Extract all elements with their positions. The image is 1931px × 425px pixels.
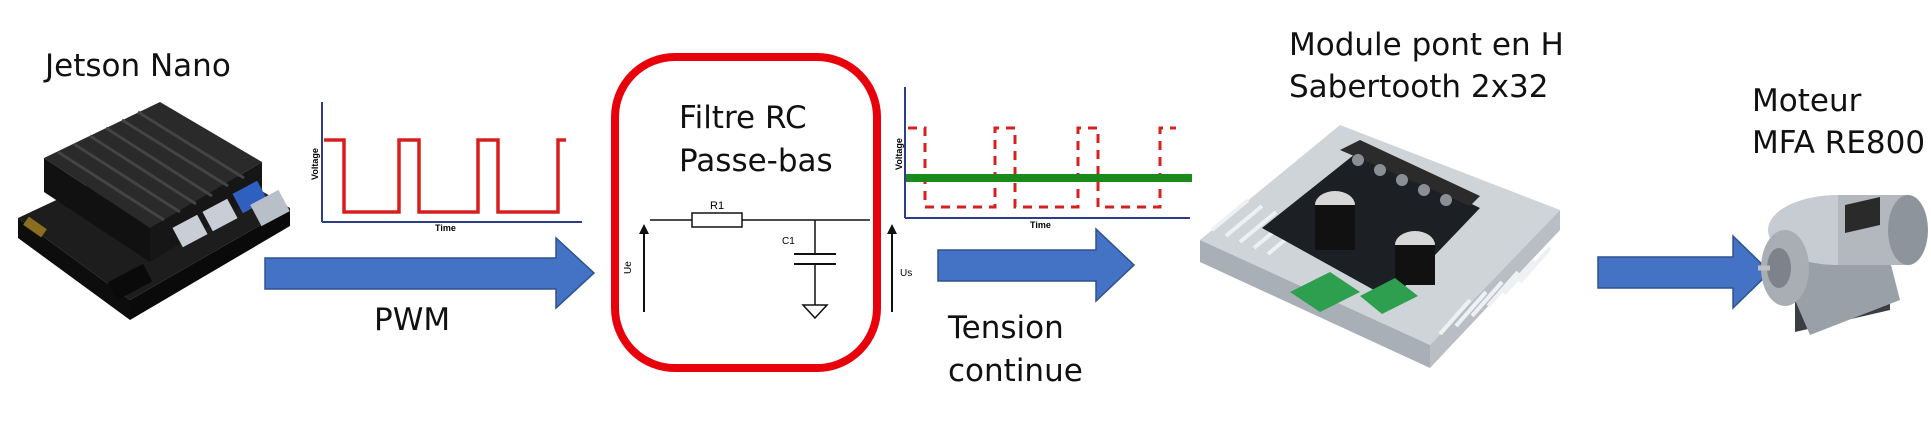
hbridge-title-line1: Module pont en H <box>1289 27 1564 63</box>
hbridge-title-line2: Sabertooth 2x32 <box>1289 69 1549 105</box>
motor-title-line1: Moteur <box>1752 83 1862 119</box>
resistor-r1 <box>691 212 743 228</box>
pwm-arrow-label: PWM <box>374 302 451 338</box>
arrow-motor <box>1597 234 1772 310</box>
dc-arrow-label-line1: Tension <box>948 310 1064 346</box>
rc-circuit: R1 C1 Ue Us <box>623 200 912 320</box>
sabertooth-module-image <box>1200 125 1560 368</box>
ground-symbol <box>801 304 829 320</box>
arrow-dc <box>937 227 1136 303</box>
filter-highlight-box <box>611 53 881 372</box>
motor-image <box>1758 195 1928 335</box>
pwm-plot-xlabel: Time <box>435 223 456 233</box>
resistor-label: R1 <box>710 200 724 212</box>
motor-title-line2: MFA RE800 <box>1752 125 1926 161</box>
filter-title-line1: Filtre RC <box>679 100 807 136</box>
output-voltage-label: Us <box>900 268 912 279</box>
filtered-plot-ylabel: Voltage <box>894 138 904 170</box>
input-voltage-label: Ue <box>623 261 634 274</box>
dc-arrow-label-line2: continue <box>948 353 1083 389</box>
arrow-pwm <box>264 236 596 310</box>
filter-title-line2: Passe-bas <box>679 143 833 179</box>
jetson-nano-title: Jetson Nano <box>45 48 231 84</box>
pwm-signal <box>324 138 566 214</box>
filtered-plot: Voltage Time <box>894 87 1192 230</box>
filtered-plot-xlabel: Time <box>1030 220 1051 230</box>
capacitor-label: C1 <box>782 236 795 247</box>
pwm-plot-ylabel: Voltage <box>310 148 320 180</box>
jetson-nano-image <box>18 102 290 320</box>
filtered-pwm-dashed <box>908 126 1176 209</box>
pwm-plot: Voltage Time <box>310 102 582 233</box>
